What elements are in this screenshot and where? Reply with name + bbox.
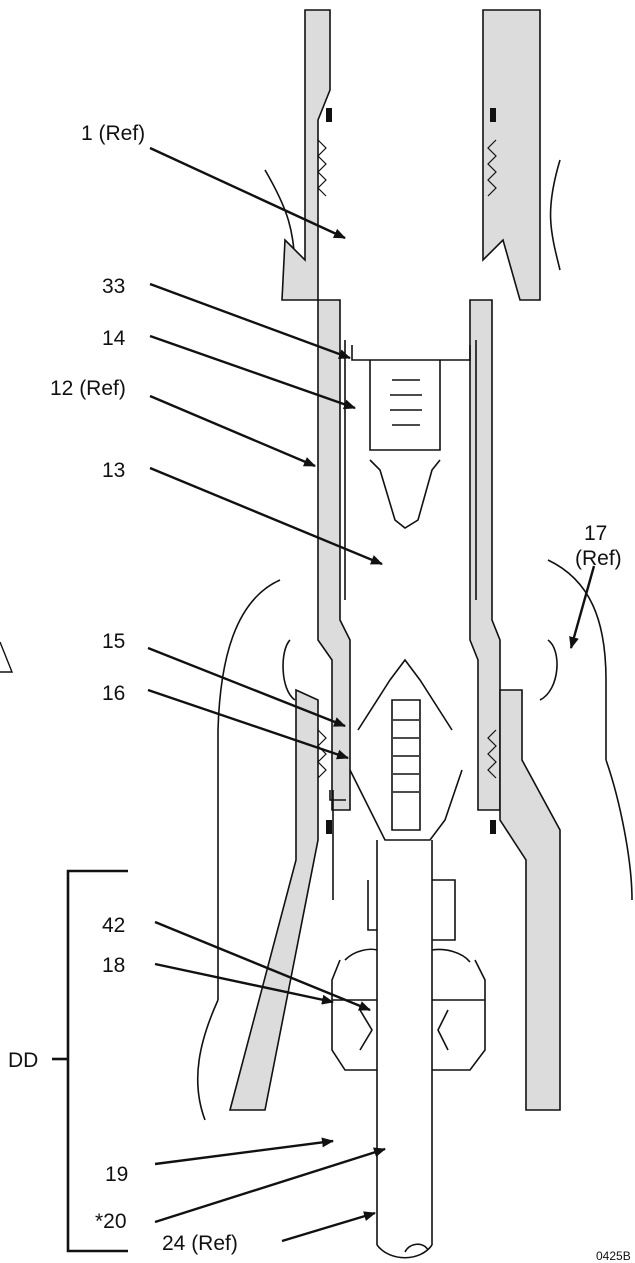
side-triangle-mark <box>0 641 14 673</box>
leader-15 <box>147 646 346 728</box>
label-13: 13 <box>102 459 125 482</box>
label-19: 19 <box>105 1163 128 1186</box>
label-17-ref: (Ref) <box>575 547 622 570</box>
leader-arrows <box>147 146 596 1243</box>
label-dd: DD <box>8 1049 38 1072</box>
leader-18 <box>154 962 334 1005</box>
leader-1 <box>149 146 346 240</box>
leader-17 <box>569 565 596 649</box>
label-33: 33 <box>102 275 125 298</box>
callout-labels: 1 (Ref) 33 14 12 (Ref) 13 17 (Ref) 15 16… <box>8 122 631 1263</box>
leader-13 <box>149 466 383 566</box>
label-15: 15 <box>102 630 125 653</box>
label-42: 42 <box>102 914 125 937</box>
leader-24 <box>281 1211 376 1243</box>
leader-16 <box>147 688 349 760</box>
label-16: 16 <box>102 682 125 705</box>
leader-14 <box>149 334 356 410</box>
leader-20 <box>154 1147 386 1224</box>
thread-marks <box>317 139 497 779</box>
figure-code: 0425B <box>596 1249 631 1263</box>
label-17: 17 <box>584 522 607 545</box>
leader-42 <box>154 920 371 1012</box>
label-24: 24 (Ref) <box>162 1232 238 1255</box>
seal-marks <box>326 108 496 834</box>
label-1: 1 (Ref) <box>81 122 145 145</box>
label-20: *20 <box>95 1210 127 1233</box>
leader-12 <box>149 394 316 468</box>
label-14: 14 <box>102 327 126 350</box>
leader-19 <box>154 1137 334 1166</box>
housing-outline <box>196 159 633 1121</box>
label-12: 12 (Ref) <box>50 377 126 400</box>
dd-bracket <box>52 869 128 1253</box>
inner-parts <box>282 340 558 1259</box>
upper-tube-walls <box>228 9 561 1111</box>
label-18: 18 <box>102 954 125 977</box>
leader-33 <box>149 282 351 360</box>
